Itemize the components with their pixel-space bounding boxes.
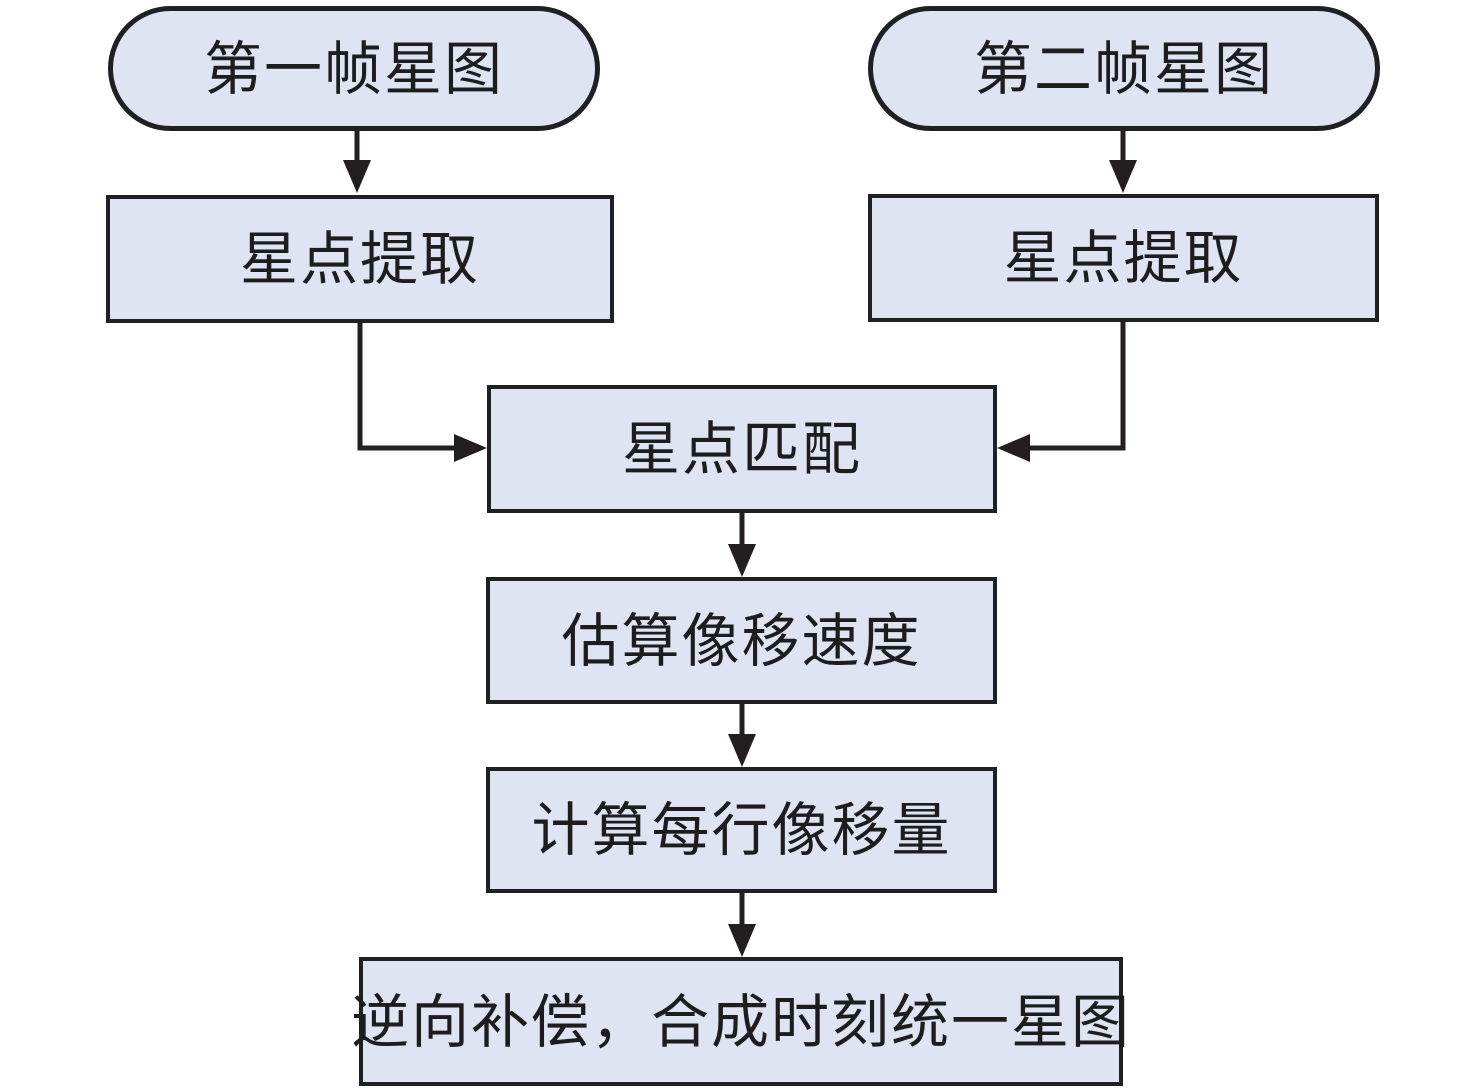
arrow-right-icon bbox=[454, 434, 487, 462]
node-star-extraction-left: 星点提取 bbox=[106, 195, 614, 323]
node-label: 计算每行像移量 bbox=[531, 796, 952, 864]
node-label: 星点提取 bbox=[1003, 224, 1244, 292]
edge-extract2-match bbox=[997, 322, 1126, 462]
arrow-left-icon bbox=[997, 434, 1030, 462]
node-star-matching: 星点匹配 bbox=[487, 385, 997, 513]
arrow-down-icon bbox=[1109, 160, 1137, 193]
node-calc-row-image-shift: 计算每行像移量 bbox=[486, 767, 997, 893]
arrow-down-icon bbox=[728, 924, 756, 957]
arrow-down-icon bbox=[728, 734, 756, 767]
node-first-frame-star-image: 第一帧星图 bbox=[108, 6, 600, 131]
node-star-extraction-right: 星点提取 bbox=[868, 194, 1379, 322]
node-label: 逆向补偿，合成时刻统一星图 bbox=[351, 987, 1132, 1056]
edge-match-estimate bbox=[728, 513, 756, 577]
edge-frame2-extract2 bbox=[1109, 131, 1137, 193]
node-label: 星点提取 bbox=[239, 225, 480, 293]
node-label: 星点匹配 bbox=[621, 415, 862, 483]
node-label: 估算像移速度 bbox=[561, 606, 922, 675]
node-reverse-compensation-synthesize: 逆向补偿，合成时刻统一星图 bbox=[351, 957, 1129, 1086]
node-label: 第一帧星图 bbox=[203, 34, 504, 103]
edge-extract1-match bbox=[357, 322, 487, 462]
arrow-down-icon bbox=[728, 544, 756, 577]
edge-estimate-calc bbox=[728, 704, 756, 767]
edge-calc-compensate bbox=[728, 893, 756, 957]
node-second-frame-star-image: 第二帧星图 bbox=[868, 6, 1380, 131]
edge-frame1-extract1 bbox=[343, 131, 371, 193]
node-label: 第二帧星图 bbox=[973, 34, 1274, 103]
arrow-down-icon bbox=[343, 160, 371, 193]
node-estimate-image-motion-velocity: 估算像移速度 bbox=[486, 577, 997, 704]
